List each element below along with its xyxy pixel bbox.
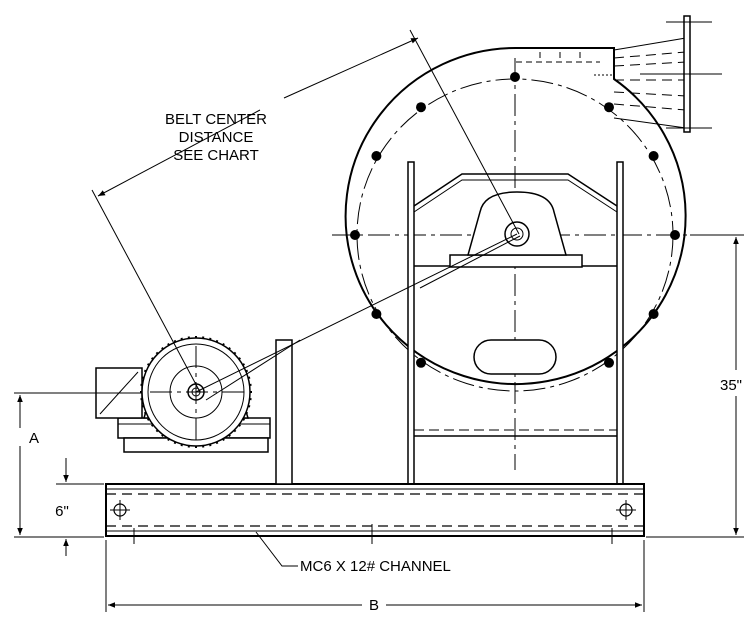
outlet-damper bbox=[594, 15, 722, 133]
dim-b bbox=[105, 540, 645, 612]
bearing-block bbox=[449, 191, 583, 268]
belt-center-label-line2: DISTANCE bbox=[179, 129, 254, 146]
belt-guard-plate bbox=[275, 339, 293, 485]
dim-6-label: 6" bbox=[55, 503, 69, 520]
belt-center-label-line3: SEE CHART bbox=[173, 147, 259, 164]
flange-bolt bbox=[416, 357, 426, 368]
flange-bolt bbox=[648, 309, 659, 319]
motor bbox=[95, 336, 271, 453]
flange-bolt bbox=[604, 357, 614, 368]
channel-leader bbox=[255, 531, 298, 567]
flange-bolt bbox=[350, 230, 360, 240]
dim-6 bbox=[56, 458, 104, 556]
flange-bolt bbox=[648, 151, 659, 161]
housing-bolts bbox=[350, 72, 680, 368]
flange-bolt bbox=[416, 102, 426, 113]
inspection-slot bbox=[473, 339, 557, 375]
dim-35 bbox=[646, 234, 744, 538]
base-bolt-left bbox=[110, 500, 130, 520]
base-bolt-right bbox=[616, 500, 636, 520]
dim-b-label: B bbox=[369, 597, 379, 614]
base-channel bbox=[105, 483, 645, 544]
dim-a-label: A bbox=[29, 430, 39, 447]
channel-label: MC6 X 12# CHANNEL bbox=[300, 558, 451, 575]
belt-center-line bbox=[195, 233, 518, 393]
belt-center-label-line1: BELT CENTER bbox=[165, 111, 267, 128]
flange-bolt bbox=[371, 309, 382, 319]
dim-belt-center bbox=[91, 29, 520, 393]
flange-bolt bbox=[604, 102, 614, 113]
flange-bolt bbox=[371, 151, 382, 161]
dim-35-label: 35" bbox=[720, 377, 742, 394]
dim-a bbox=[14, 392, 140, 538]
